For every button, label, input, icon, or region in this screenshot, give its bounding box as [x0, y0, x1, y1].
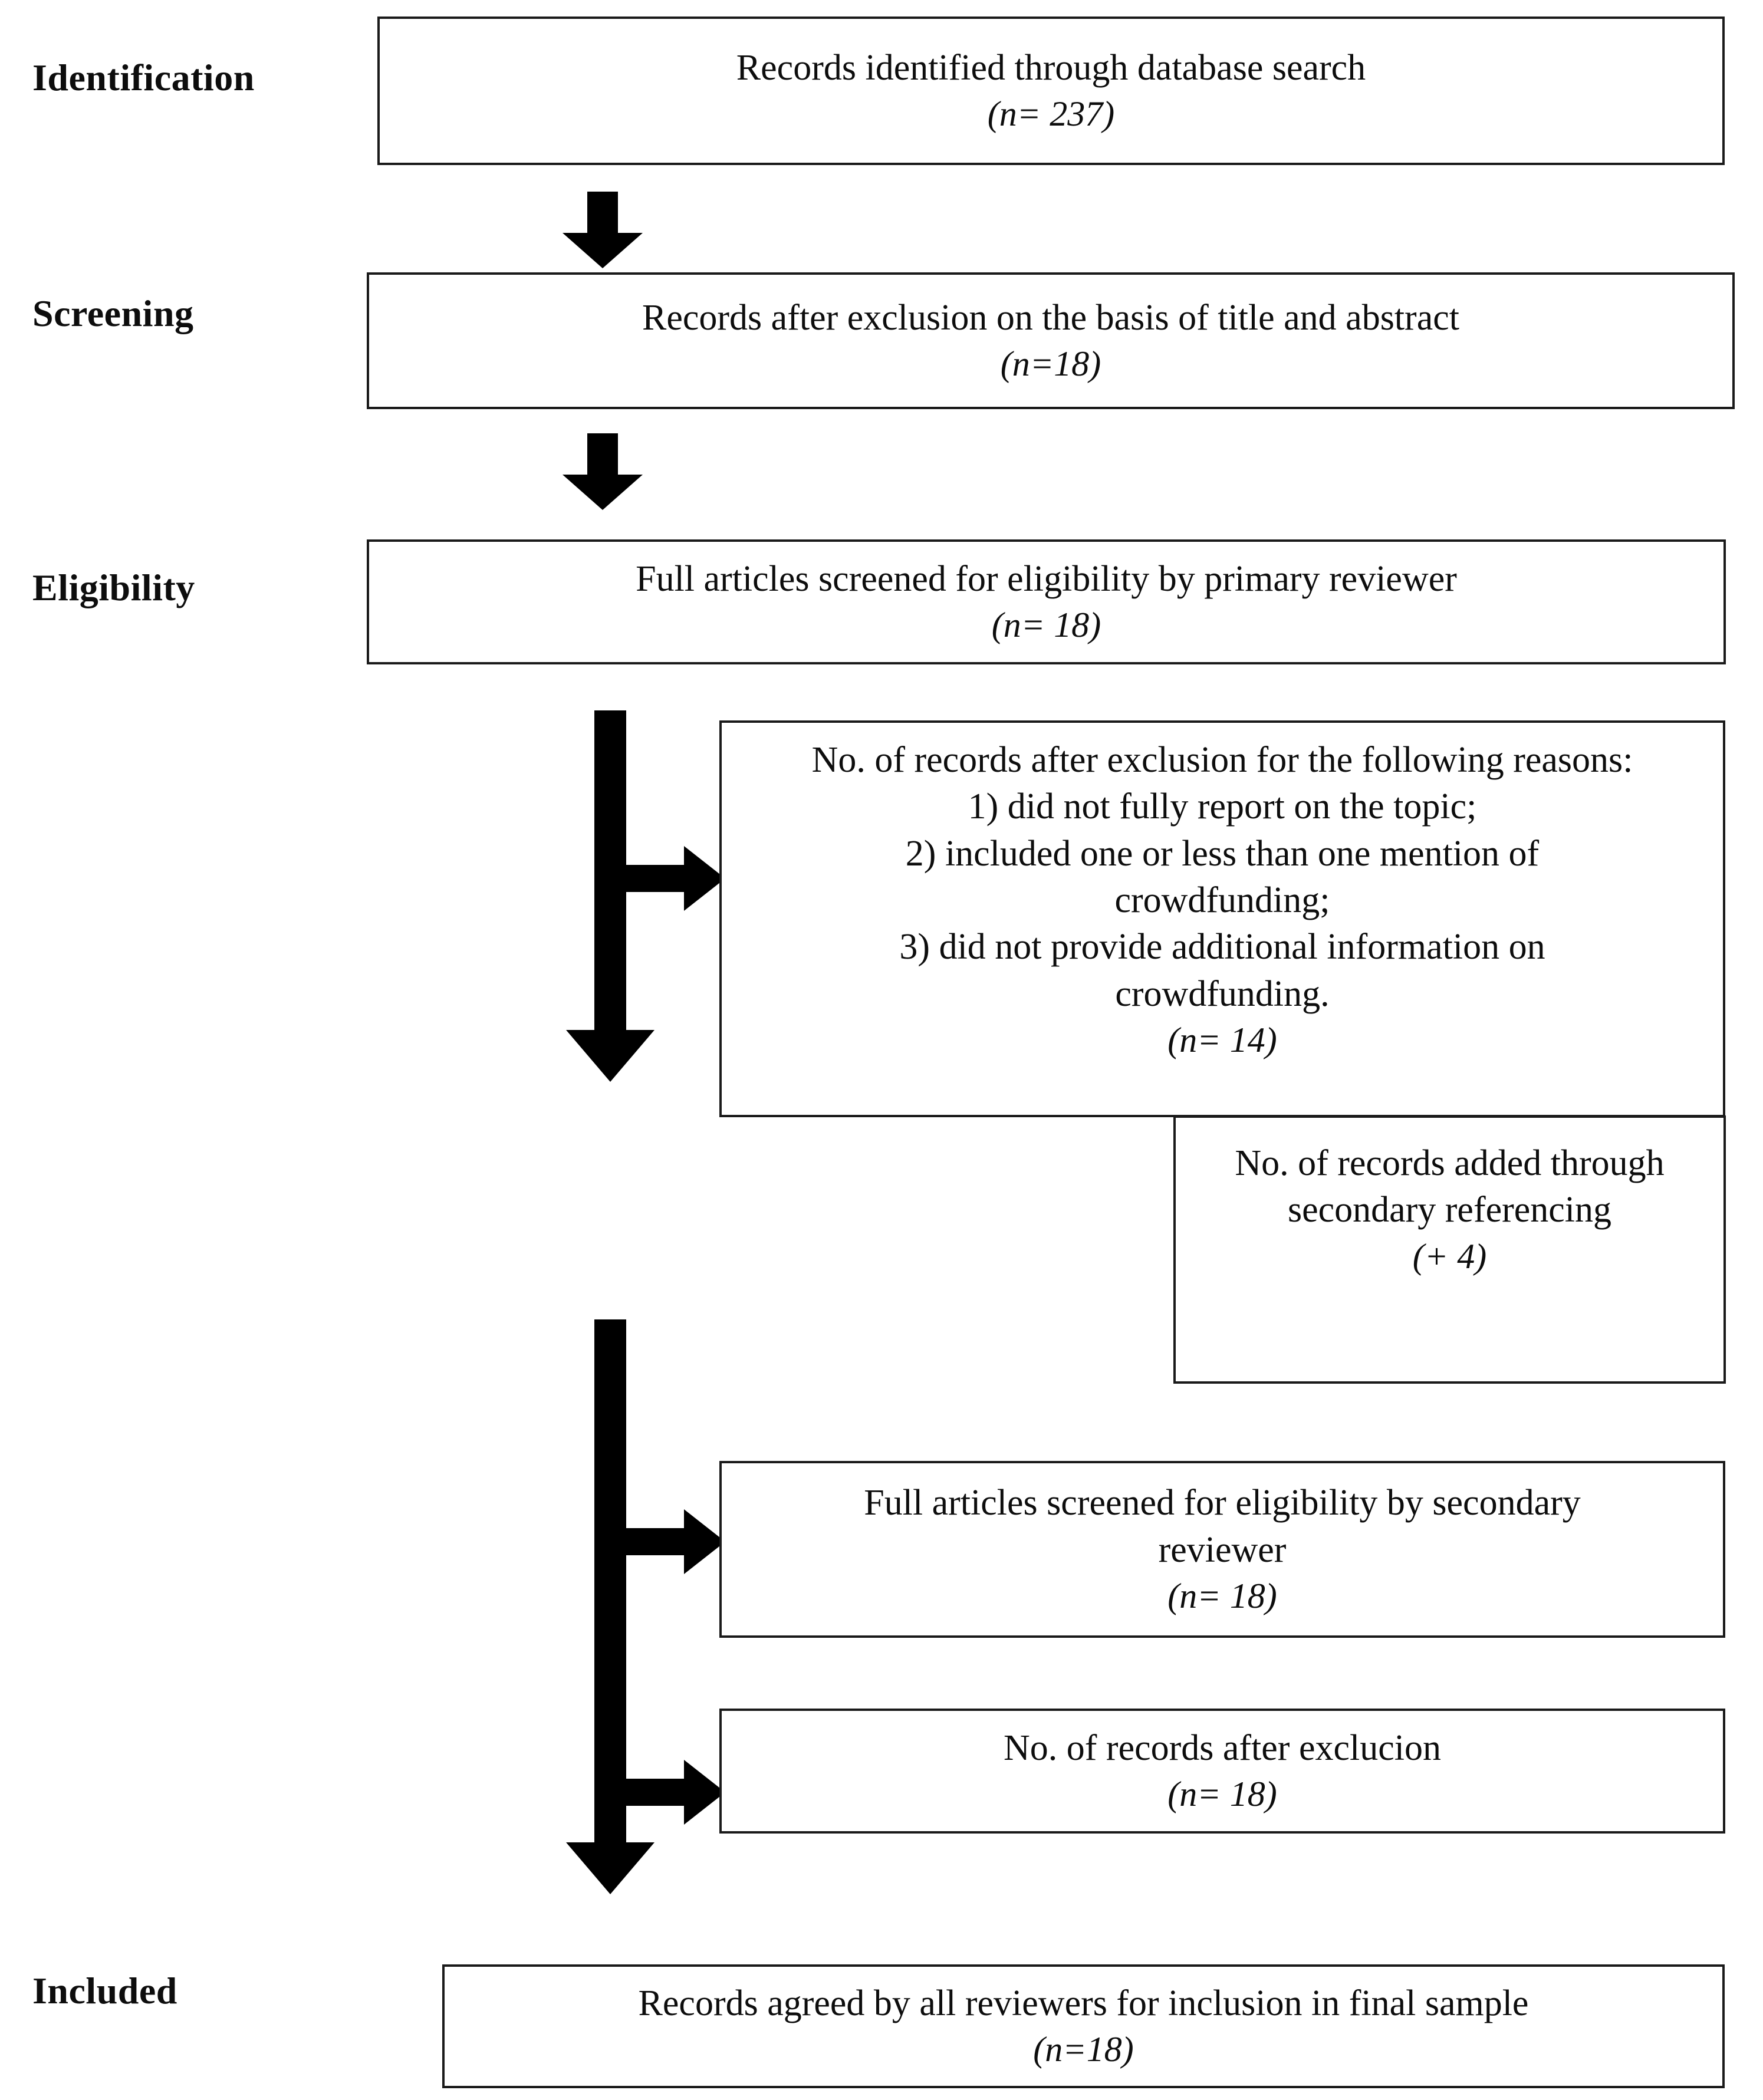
stage-label-eligibility: Eligibility — [32, 567, 195, 608]
box-eligibility-text: Full articles screened for eligibility b… — [636, 558, 1457, 599]
box-records-after-exclusion: No. of records after exclucion (n= 18) — [719, 1709, 1725, 1834]
stage-label-included: Included — [32, 1970, 177, 2012]
box-screening-count: (n=18) — [1000, 344, 1101, 384]
secondary-referencing-line-1: No. of records added through — [1235, 1143, 1665, 1183]
exclusion-reason-3-continuation: crowdfunding. — [1115, 973, 1330, 1014]
box-included: Records agreed by all reviewers for incl… — [442, 1964, 1725, 2088]
box-secondary-reviewer: Full articles screened for eligibility b… — [719, 1461, 1725, 1638]
arrow-eligibility-to-exclusion — [613, 846, 725, 911]
stage-label-identification: Identification — [32, 57, 255, 98]
exclusion-heading: No. of records after exclusion for the f… — [811, 740, 1633, 780]
box-exclusion-reasons: No. of records after exclusion for the f… — [719, 720, 1725, 1117]
records-after-exclusion-text: No. of records after exclucion — [1004, 1727, 1441, 1768]
box-included-text: Records agreed by all reviewers for incl… — [638, 1983, 1529, 2023]
box-secondary-referencing: No. of records added through secondary r… — [1173, 1115, 1726, 1384]
box-included-count: (n=18) — [1033, 2030, 1134, 2069]
exclusion-count: (n= 14) — [1167, 1021, 1277, 1060]
arrow-identification-to-screening — [561, 192, 644, 268]
box-screening: Records after exclusion on the basis of … — [367, 272, 1735, 409]
arrow-trunk-to-records-after-exclusion — [613, 1760, 725, 1825]
secondary-reviewer-line-2: reviewer — [1158, 1529, 1287, 1570]
exclusion-reason-1: 1) did not fully report on the topic; — [968, 786, 1477, 827]
secondary-referencing-line-2: secondary referencing — [1287, 1190, 1612, 1230]
box-identification-count: (n= 237) — [987, 94, 1115, 134]
secondary-reviewer-line-1: Full articles screened for eligibility b… — [864, 1483, 1581, 1523]
stage-label-screening: Screening — [32, 292, 194, 334]
records-after-exclusion-count: (n= 18) — [1167, 1775, 1277, 1814]
exclusion-reason-3: 3) did not provide additional informatio… — [899, 927, 1545, 967]
arrow-trunk-to-secondary-reviewer — [613, 1509, 725, 1574]
box-identification: Records identified through database sear… — [377, 17, 1725, 165]
secondary-referencing-count: (+ 4) — [1412, 1236, 1487, 1276]
arrow-lower-trunk — [566, 1319, 654, 1894]
exclusion-reason-2-continuation: crowdfunding; — [1114, 880, 1330, 921]
arrow-screening-to-eligibility — [561, 433, 644, 510]
box-screening-text: Records after exclusion on the basis of … — [642, 297, 1459, 338]
box-identification-text: Records identified through database sear… — [736, 47, 1366, 88]
box-eligibility: Full articles screened for eligibility b… — [367, 539, 1726, 664]
exclusion-reason-2: 2) included one or less than one mention… — [905, 833, 1540, 874]
secondary-reviewer-count: (n= 18) — [1167, 1576, 1277, 1615]
box-eligibility-count: (n= 18) — [991, 605, 1101, 645]
